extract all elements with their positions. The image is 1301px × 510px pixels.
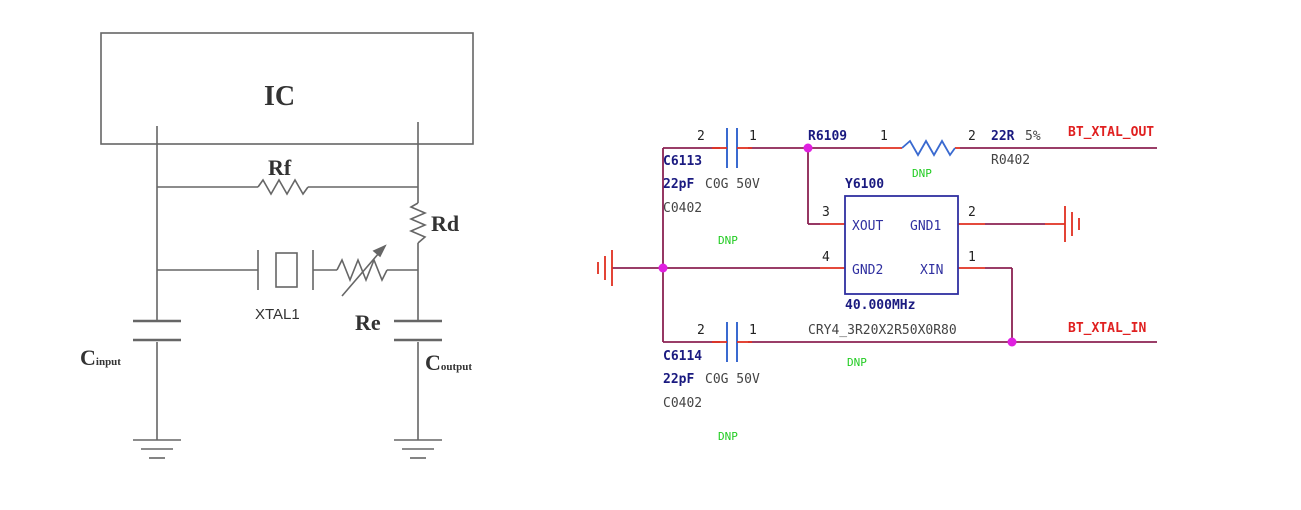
r6109-footprint: R0402 [991,153,1030,168]
c6113-footprint: C0402 [663,201,702,216]
c6113-capacitor [726,128,738,168]
rd-label: Rd [431,211,459,236]
y6100-pin2: 2 [968,205,976,220]
c6113-value: 22pF [663,177,694,192]
coutput-label: Coutput [425,350,472,375]
c6114-value: 22pF [663,372,694,387]
y6100-gnd2: GND2 [852,263,883,278]
net-label-bt-xtal-in: BT_XTAL_IN [1068,321,1146,336]
c6114-dnp: DNP [718,430,738,443]
re-resistor [336,257,388,283]
y6100-xin: XIN [920,263,943,278]
c6113-ref: C6113 [663,154,702,169]
oscillator-block-diagram [100,32,474,459]
c6114-ref: C6114 [663,349,702,364]
ic-label: IC [264,81,295,112]
c6114-pin-right: 1 [749,323,757,338]
y6100-footprint: CRY4_3R20X2R50X0R80 [808,323,957,338]
r6109-value: 22R [991,129,1015,144]
r6109-dnp: DNP [912,167,932,180]
y6100-ref: Y6100 [845,177,884,192]
c6113-dnp: DNP [718,234,738,247]
y6100-pin1: 1 [968,250,976,265]
junction-dot [658,263,668,273]
xtal-label: XTAL1 [255,306,300,323]
y6100-chip [844,195,959,295]
net-label-bt-xtal-out: BT_XTAL_OUT [1068,125,1154,140]
y6100-gnd1: GND1 [910,219,941,234]
ground-left-icon [133,439,181,459]
r6109-tolerance: 5% [1025,129,1041,144]
c6114-capacitor [726,322,738,362]
ground-symbol-right-icon [1045,206,1080,242]
r6109-pin-left: 1 [880,129,888,144]
y6100-freq: 40.000MHz [845,298,915,313]
xtal-body [275,252,298,288]
c6114-footprint: C0402 [663,396,702,411]
rf-resistor [257,178,309,196]
c6113-pin-right: 1 [749,129,757,144]
c6113-pin-left: 2 [697,129,705,144]
c6114-spec: C0G 50V [705,372,760,387]
y6100-dnp: DNP [847,356,867,369]
c6114-pin-left: 2 [697,323,705,338]
r6109-resistor [901,139,956,157]
y6100-pin3: 3 [822,205,830,220]
junction-dot [1007,337,1017,347]
rf-label: Rf [268,155,292,180]
bt-crystal-schematic [597,128,1157,362]
re-label: Re [355,310,381,335]
r6109-pin-right: 2 [968,129,976,144]
cinput-label: Cinput [80,345,121,370]
ic-box [100,32,474,145]
y6100-xout: XOUT [852,219,883,234]
r6109-ref: R6109 [808,129,847,144]
junctions [658,143,1017,347]
y6100-pin4: 4 [822,250,830,265]
junction-dot [803,143,813,153]
ground-right-icon [394,439,442,459]
c6113-spec: C0G 50V [705,177,760,192]
ground-symbol-left-icon [597,250,613,286]
rd-resistor [408,202,428,244]
